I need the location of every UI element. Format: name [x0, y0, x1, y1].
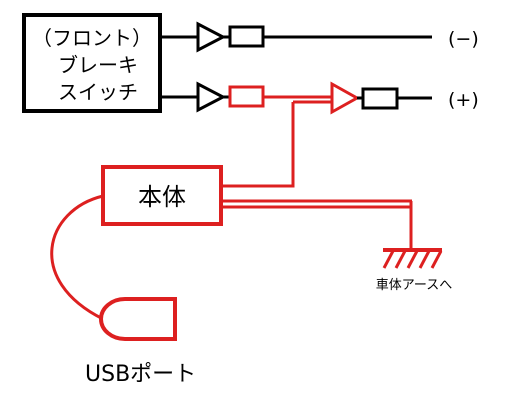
pos-connector-arrow-red	[330, 81, 361, 115]
negative-terminal-label: (−)	[448, 28, 479, 50]
usb-cable	[50, 194, 104, 321]
main-to-positive-wire	[221, 102, 295, 188]
pos-connector-sleeve-red	[228, 85, 265, 108]
pos-connector-sleeve-black	[361, 87, 399, 110]
neg-connector-sleeve	[228, 25, 265, 48]
neg-connector-arrow	[196, 21, 227, 53]
main-unit-box	[101, 165, 223, 226]
main-unit-label: 本体	[138, 183, 186, 211]
pos-connector-arrow-black	[196, 81, 227, 113]
switch-label-line-1: （フロント）	[32, 26, 152, 50]
positive-terminal-label: (+)	[448, 89, 479, 111]
switch-label-line-2: ブレーキ	[58, 53, 138, 77]
ground-label: 車体アースへ	[376, 278, 453, 293]
usb-port-label: USBポート	[85, 362, 196, 387]
switch-label-line-3: スイッチ	[58, 80, 138, 104]
ground-icon	[382, 248, 443, 269]
brake-switch-box	[22, 13, 162, 113]
usb-port-icon	[99, 297, 177, 341]
